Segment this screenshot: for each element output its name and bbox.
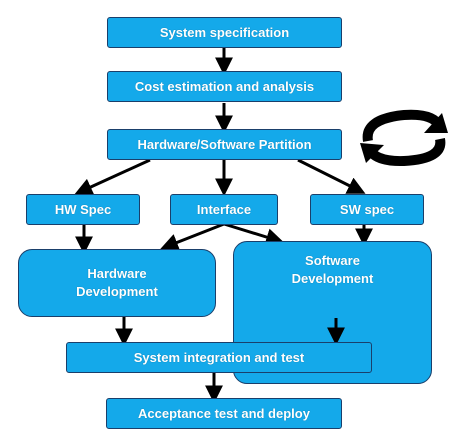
arrow-interface-to-hw-dev (160, 222, 225, 251)
hardware-development-box: Hardware Development (18, 249, 216, 317)
system-integration-box: System integration and test (66, 342, 372, 373)
sw-spec-box: SW spec (310, 194, 424, 225)
arrow-partition-to-hw-spec (74, 158, 151, 196)
hw-spec-box: HW Spec (26, 194, 140, 225)
cost-estimation-box: Cost estimation and analysis (107, 71, 342, 102)
circular-arrows-icon (360, 109, 448, 167)
arrow-partition-to-sw-spec (297, 158, 366, 194)
interface-box: Interface (170, 194, 278, 225)
system-specification-box: System specification (107, 17, 342, 48)
hw-sw-partition-box: Hardware/Software Partition (107, 129, 342, 160)
acceptance-test-box: Acceptance test and deploy (106, 398, 342, 429)
arrow-interface-to-sw-dev (223, 222, 285, 246)
